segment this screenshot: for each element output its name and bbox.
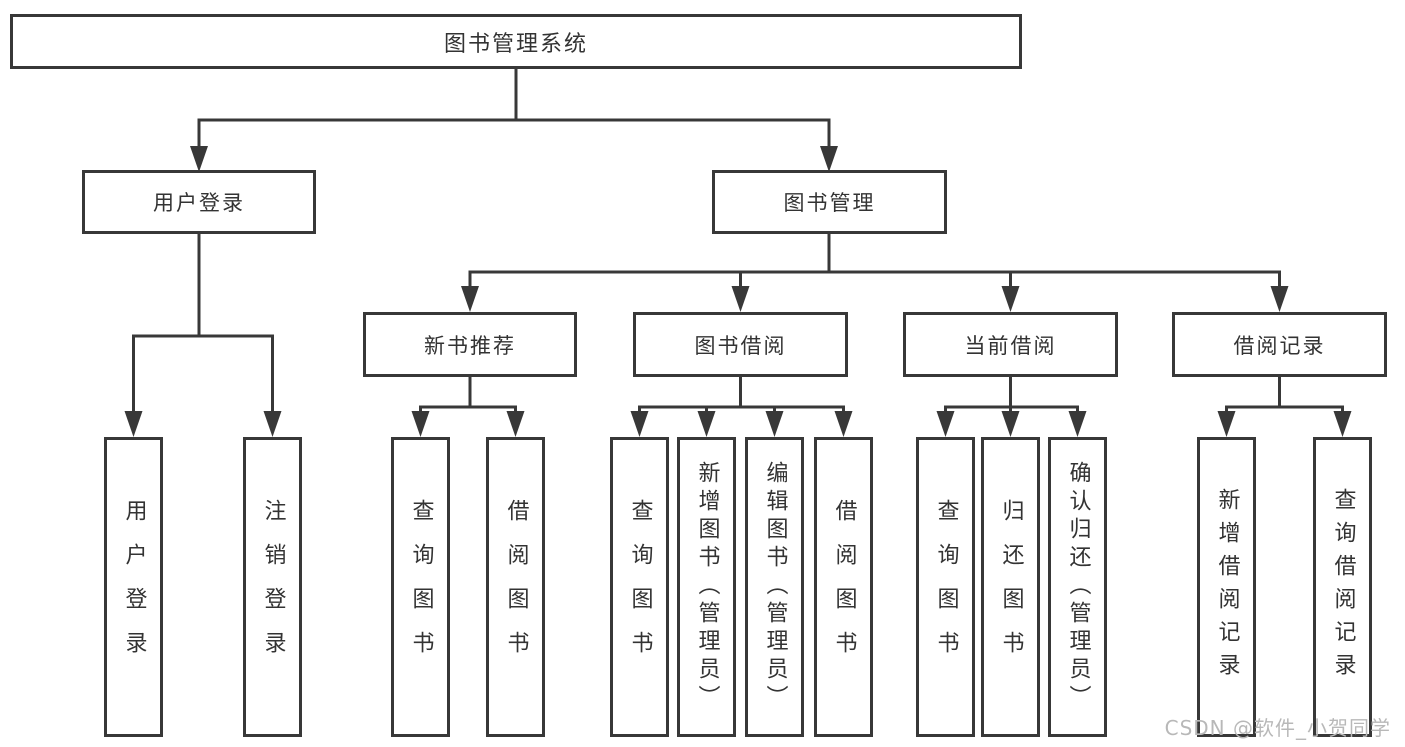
node-current-borrow-label: 当前借阅	[964, 333, 1057, 358]
connector-current-borrow-fan	[936, 377, 1087, 437]
leaf-current-confirm-return-admin-label: 确认归还（管理员）	[1065, 461, 1091, 713]
leaf-user-login: 用户登录	[104, 437, 163, 737]
node-book-borrow: 图书借阅	[633, 312, 848, 377]
leaf-current-query-books-label: 查询图书	[933, 499, 959, 675]
node-borrow-record-label: 借阅记录	[1233, 333, 1326, 358]
node-book-management-label: 图书管理	[783, 191, 876, 215]
connector-borrow-record-fan	[1217, 377, 1352, 437]
leaf-current-confirm-return-admin: 确认归还（管理员）	[1048, 437, 1107, 737]
node-library-system: 图书管理系统	[10, 14, 1022, 69]
node-new-book-recommend-label: 新书推荐	[424, 333, 516, 358]
leaf-newbook-borrow-books: 借阅图书	[486, 437, 545, 737]
leaf-borrow-borrow-books: 借阅图书	[814, 437, 873, 737]
leaf-current-return-books: 归还图书	[981, 437, 1040, 737]
leaf-borrow-query-books-label: 查询图书	[627, 499, 653, 675]
leaf-borrow-add-books-admin: 新增图书（管理员）	[677, 437, 736, 737]
node-book-management: 图书管理	[712, 170, 947, 234]
node-user-login: 用户登录	[82, 170, 316, 234]
leaf-current-query-books: 查询图书	[916, 437, 975, 737]
node-new-book-recommend: 新书推荐	[363, 312, 577, 377]
leaf-record-add-record: 新增借阅记录	[1197, 437, 1256, 737]
leaf-borrow-query-books: 查询图书	[610, 437, 669, 737]
leaf-record-query-record-label: 查询借阅记录	[1330, 488, 1356, 686]
leaf-record-add-record-label: 新增借阅记录	[1214, 488, 1240, 686]
node-library-system-label: 图书管理系统	[443, 31, 588, 57]
leaf-borrow-add-books-admin-label: 新增图书（管理员）	[694, 461, 720, 713]
connector-book-borrow-fan	[630, 377, 853, 437]
connector-root-fan	[190, 68, 838, 172]
leaf-borrow-borrow-books-label: 借阅图书	[831, 499, 857, 675]
node-book-borrow-label: 图书借阅	[694, 333, 787, 358]
leaf-logout: 注销登录	[243, 437, 302, 737]
leaf-record-query-record: 查询借阅记录	[1313, 437, 1372, 737]
connector-user-login-fan	[124, 234, 282, 437]
leaf-borrow-edit-books-admin: 编辑图书（管理员）	[745, 437, 804, 737]
leaf-borrow-edit-books-admin-label: 编辑图书（管理员）	[762, 461, 788, 713]
node-current-borrow: 当前借阅	[903, 312, 1118, 377]
leaf-current-return-books-label: 归还图书	[998, 499, 1024, 675]
leaf-logout-label: 注销登录	[260, 499, 286, 675]
leaf-newbook-borrow-books-label: 借阅图书	[503, 499, 529, 675]
csdn-watermark: CSDN @软件_小贺同学	[1164, 716, 1391, 740]
leaf-newbook-query-books: 查询图书	[391, 437, 450, 737]
connector-new-book-fan	[411, 377, 525, 437]
leaf-newbook-query-books-label: 查询图书	[408, 499, 434, 675]
leaf-user-login-label: 用户登录	[121, 499, 147, 675]
connector-book-management-fan	[461, 234, 1289, 312]
node-borrow-record: 借阅记录	[1172, 312, 1387, 377]
node-user-login-label: 用户登录	[153, 191, 245, 215]
